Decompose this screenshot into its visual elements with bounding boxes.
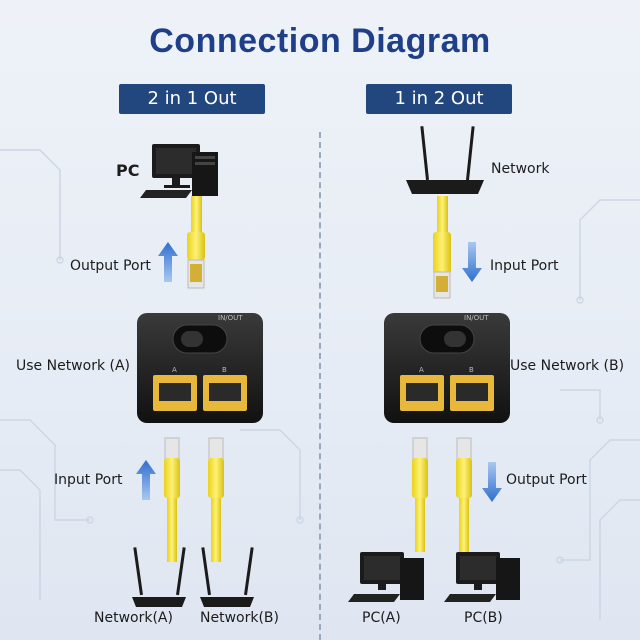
cable-pc-a	[412, 437, 428, 552]
cable-pc	[187, 196, 205, 289]
router-a-icon	[132, 547, 186, 607]
page-title: Connection Diagram	[149, 22, 491, 60]
arrow-down-icon	[462, 242, 482, 282]
mode-badge-left: 2 in 1 Out	[119, 84, 265, 114]
cable-network-top	[433, 196, 451, 299]
mode-badge-right: 1 in 2 Out	[366, 84, 512, 114]
label-output-port-left: Output Port	[70, 258, 151, 274]
arrow-up-icon	[158, 242, 178, 282]
cable-network-a	[164, 437, 180, 562]
network-splitter-icon	[137, 313, 263, 423]
router-top-icon	[406, 126, 484, 194]
circuit-background	[0, 149, 640, 620]
cable-network-b	[208, 437, 224, 562]
pc-a-icon	[348, 552, 424, 602]
cable-pc-b	[456, 437, 472, 552]
label-input-port-left: Input Port	[54, 472, 123, 488]
center-divider	[319, 132, 321, 640]
switch-top-label-right: IN/OUT	[464, 314, 489, 322]
switch-port-a-left: A	[172, 366, 177, 374]
switch-port-b-left: B	[222, 366, 227, 374]
label-pc-a: PC(A)	[362, 610, 401, 626]
network-splitter-icon	[384, 313, 510, 423]
pc-icon	[140, 144, 218, 198]
switch-top-label-left: IN/OUT	[218, 314, 243, 322]
pc-b-icon	[444, 552, 520, 602]
label-pc-b: PC(B)	[464, 610, 503, 626]
router-b-icon	[200, 547, 254, 607]
label-network-b: Network(B)	[200, 610, 279, 626]
label-use-network-a: Use Network (A)	[16, 358, 131, 374]
label-use-network-b: Use Network (B)	[510, 358, 625, 374]
label-network-top: Network	[491, 161, 550, 177]
switch-port-a-right: A	[419, 366, 424, 374]
label-pc: PC	[116, 161, 140, 180]
arrow-up-icon	[136, 460, 156, 500]
label-output-port-right: Output Port	[506, 472, 587, 488]
label-input-port-right: Input Port	[490, 258, 559, 274]
label-network-a: Network(A)	[94, 610, 173, 626]
arrow-down-icon	[482, 462, 502, 502]
switch-port-b-right: B	[469, 366, 474, 374]
